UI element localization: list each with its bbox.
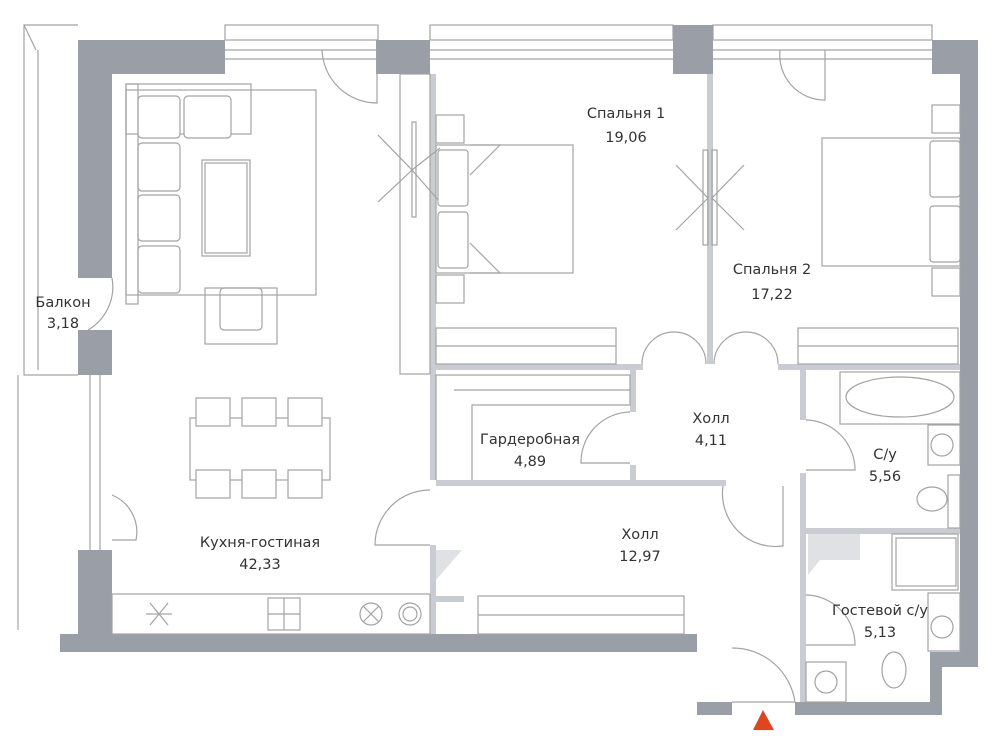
- room-area: 12,97: [619, 549, 661, 565]
- room-area: 4,89: [514, 454, 546, 470]
- room-label-dressing-room: Гардеробная 4,89: [480, 432, 580, 470]
- windows: [17, 24, 933, 630]
- room-area: 17,22: [751, 287, 793, 303]
- room-name: Балкон: [35, 295, 90, 311]
- sliding-doors: [377, 73, 745, 375]
- dining-table: [189, 397, 331, 499]
- room-name: Холл: [692, 411, 729, 427]
- door-swings: [87, 49, 856, 703]
- bed-2: [821, 104, 961, 297]
- bed-1: [435, 114, 574, 304]
- room-area: 42,33: [239, 557, 281, 573]
- room-label-kitchen-living: Кухня-гостиная 42,33: [200, 535, 320, 573]
- room-area: 5,13: [864, 625, 896, 641]
- room-label-hall-small: Холл 4,11: [692, 411, 729, 449]
- room-name: Гардеробная: [480, 432, 580, 448]
- room-label-guest-bathroom: Гостевой с/у 5,13: [832, 603, 928, 641]
- room-name: Спальня 2: [733, 262, 811, 278]
- room-area: 19,06: [605, 130, 647, 146]
- room-name: Гостевой с/у: [832, 603, 928, 619]
- room-label-hall-large: Холл 12,97: [619, 527, 661, 565]
- coffee-table: [201, 159, 251, 257]
- room-area: 3,18: [47, 316, 79, 332]
- interior-partitions: [430, 74, 960, 702]
- bathroom-fixtures: [436, 371, 961, 703]
- room-label-bedroom-2: Спальня 2 17,22: [733, 262, 811, 303]
- room-label-bedroom-1: Спальня 1 19,06: [587, 106, 665, 146]
- room-area: 4,11: [695, 433, 727, 449]
- room-name: С/у: [873, 447, 897, 463]
- kitchen-counter: [111, 593, 431, 635]
- room-name: Кухня-гостиная: [200, 535, 320, 551]
- entrance-triangle-icon: [753, 710, 774, 730]
- armchair: [204, 287, 278, 345]
- sofa: [125, 83, 317, 305]
- wardrobes: [435, 327, 959, 635]
- room-label-bathroom: С/у 5,56: [869, 447, 901, 485]
- room-label-balcony: Балкон 3,18: [35, 295, 90, 332]
- room-name: Спальня 1: [587, 106, 665, 122]
- exterior-walls: [60, 25, 978, 715]
- room-name: Холл: [621, 527, 658, 543]
- room-area: 5,56: [869, 469, 901, 485]
- balcony-outline: [23, 24, 78, 376]
